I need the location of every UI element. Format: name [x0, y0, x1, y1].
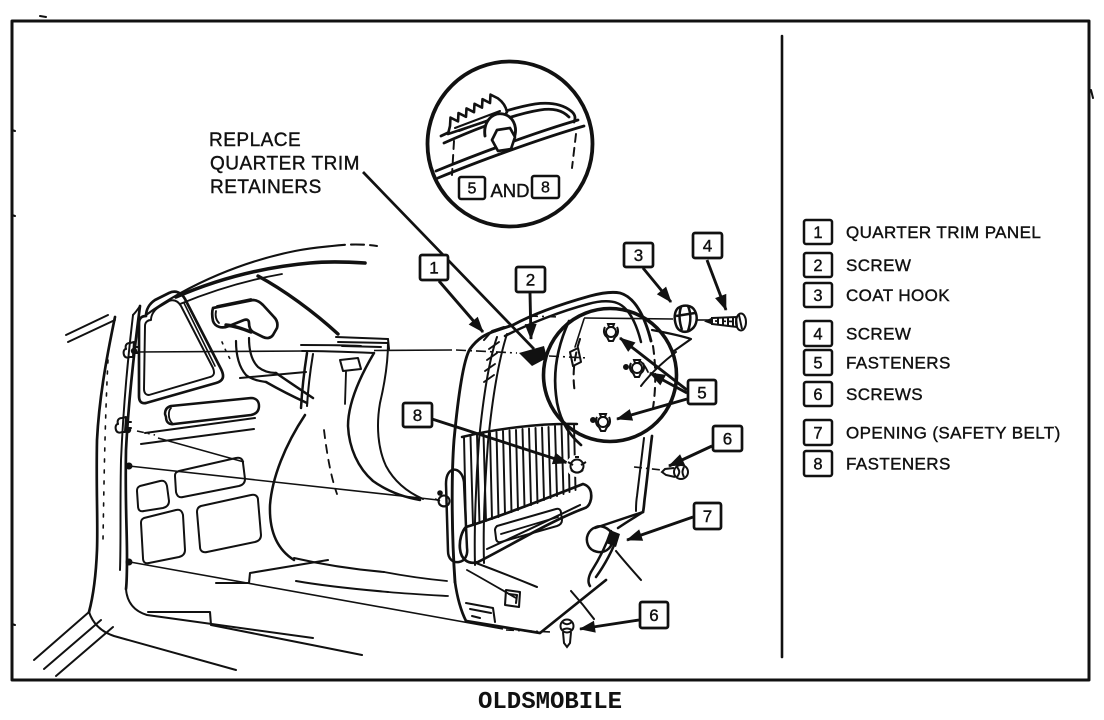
- svg-text:6: 6: [813, 386, 822, 404]
- svg-text:OLDSMOBILE: OLDSMOBILE: [478, 689, 622, 716]
- svg-text:6: 6: [723, 430, 732, 449]
- svg-text:SCREWS: SCREWS: [846, 385, 923, 404]
- svg-text:4: 4: [813, 326, 822, 344]
- svg-text:3: 3: [813, 287, 822, 305]
- svg-text:2: 2: [813, 257, 822, 275]
- svg-text:REPLACE: REPLACE: [209, 130, 301, 151]
- svg-text:7: 7: [703, 507, 712, 526]
- svg-text:5: 5: [468, 181, 477, 198]
- svg-text:QUARTER TRIM PANEL: QUARTER TRIM PANEL: [846, 223, 1041, 242]
- svg-text:QUARTER TRIM: QUARTER TRIM: [210, 154, 360, 175]
- svg-text:6: 6: [649, 606, 658, 625]
- svg-text:SCREW: SCREW: [846, 256, 911, 275]
- svg-text:1: 1: [429, 259, 438, 278]
- svg-text:COAT HOOK: COAT HOOK: [846, 286, 950, 305]
- svg-text:SCREW: SCREW: [846, 325, 911, 344]
- svg-text:5: 5: [813, 355, 822, 373]
- svg-text:3: 3: [634, 246, 643, 265]
- svg-text:8: 8: [813, 456, 822, 474]
- svg-text:4: 4: [703, 237, 712, 256]
- svg-text:RETAINERS: RETAINERS: [210, 177, 322, 198]
- svg-text:FASTENERS: FASTENERS: [846, 455, 951, 474]
- svg-text:AND: AND: [490, 180, 529, 201]
- svg-text:2: 2: [526, 271, 535, 290]
- svg-text:FASTENERS: FASTENERS: [846, 354, 951, 373]
- svg-text:5: 5: [697, 384, 706, 403]
- svg-text:8: 8: [413, 406, 422, 425]
- svg-text:1: 1: [813, 224, 822, 242]
- svg-text:OPENING (SAFETY BELT): OPENING (SAFETY BELT): [846, 424, 1061, 443]
- svg-text:7: 7: [813, 425, 822, 443]
- svg-text:8: 8: [541, 180, 550, 197]
